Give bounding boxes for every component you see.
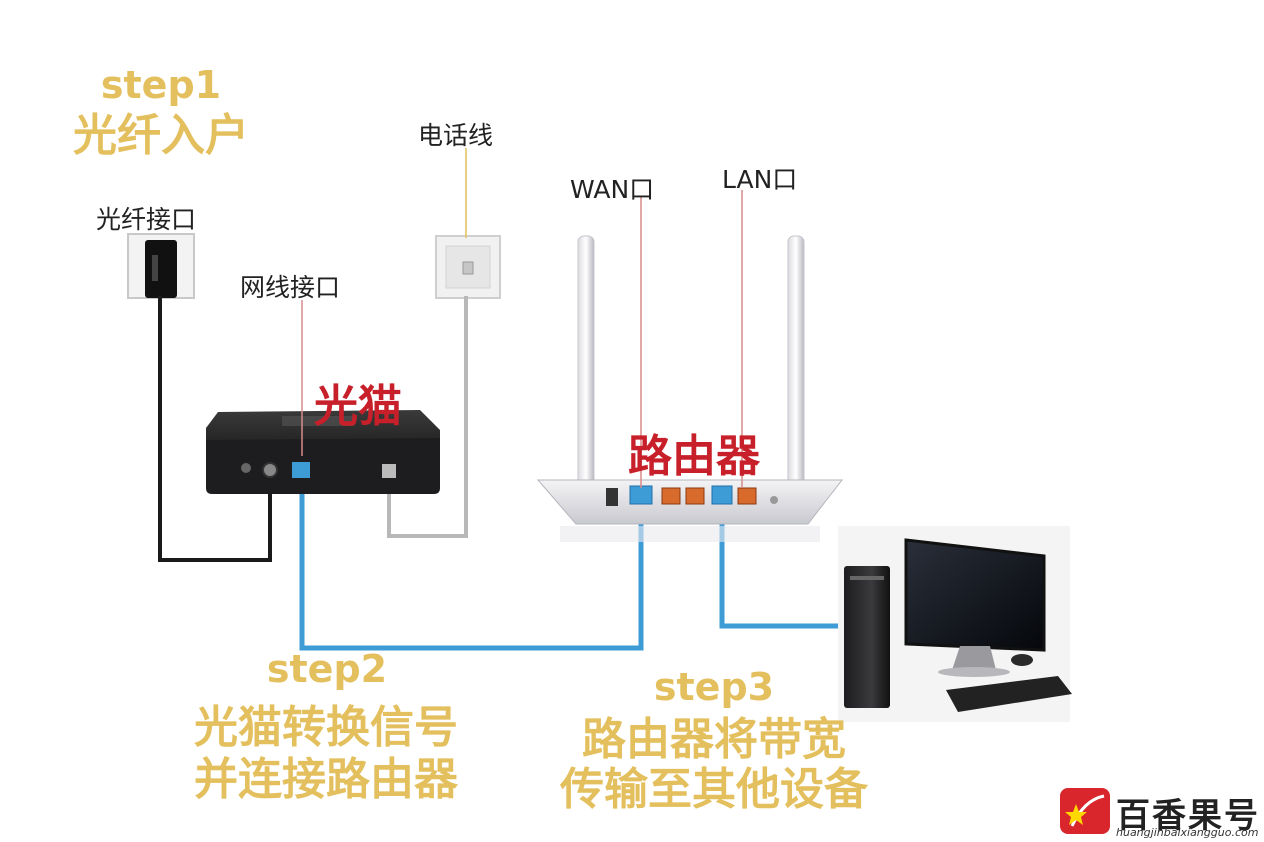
- ethernet-cable-modem-to-router: [299, 478, 644, 651]
- phone-line-label: 电话线: [418, 121, 494, 150]
- step3-line1: 路由器将带宽: [582, 714, 846, 765]
- optical-modem: [206, 410, 440, 494]
- pointer-lines: [301, 148, 743, 488]
- phone-cable: [387, 296, 468, 538]
- desktop-computer: [838, 526, 1072, 722]
- watermark-logo-mark: [1060, 788, 1110, 834]
- step3-line2: 传输至其他设备: [560, 764, 868, 815]
- lan-port-label: LAN口: [722, 165, 798, 194]
- phone-wall-socket: [435, 235, 501, 299]
- ethernet-port-label: 网线接口: [240, 273, 341, 302]
- step1-title: step1: [100, 63, 222, 107]
- modem-label: 光猫: [314, 381, 402, 432]
- fiber-port-label: 光纤接口: [96, 205, 197, 234]
- step2-title: step2: [266, 647, 388, 691]
- watermark-url: huangjinbaixiangguo.com: [1116, 826, 1259, 839]
- step1-line1: 光纤入户: [73, 110, 249, 161]
- router-label: 路由器: [628, 431, 760, 482]
- fiber-cable: [158, 296, 272, 562]
- wan-port-label: WAN口: [570, 175, 655, 204]
- step3-title: step3: [653, 665, 775, 709]
- step2-line1: 光猫转换信号: [194, 702, 458, 753]
- fiber-wall-socket: [127, 233, 195, 299]
- wifi-router: [536, 235, 844, 542]
- step2-line2: 并连接路由器: [194, 754, 458, 805]
- watermark-name: 百香果号: [1116, 796, 1260, 836]
